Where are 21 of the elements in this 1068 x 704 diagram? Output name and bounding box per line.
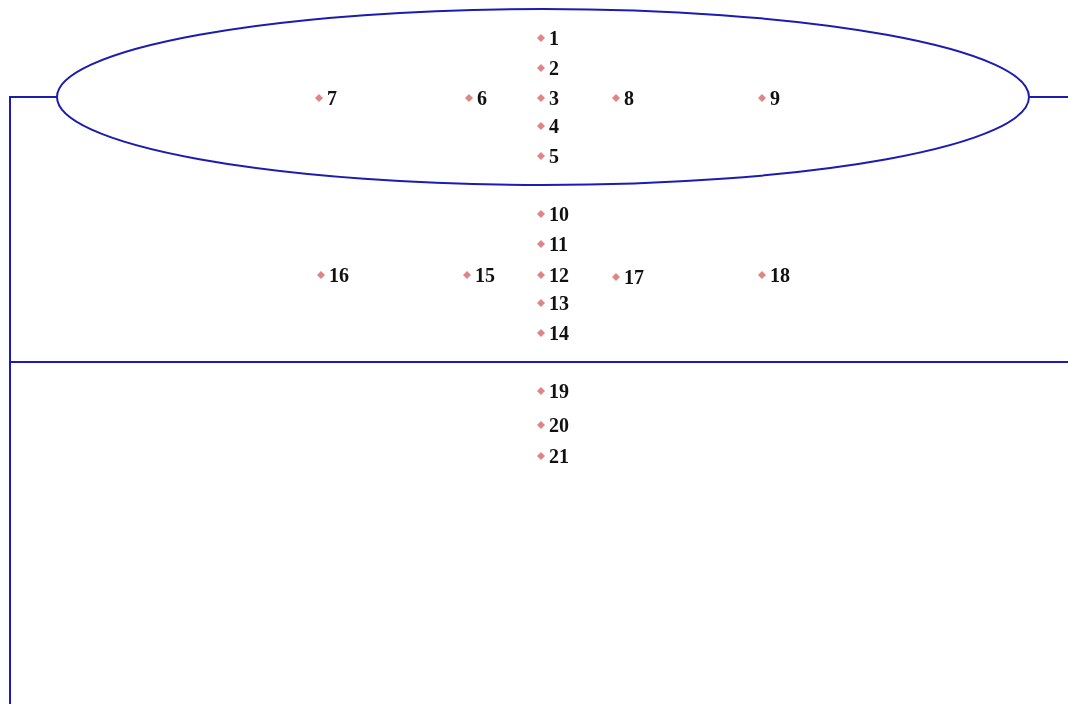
point-number: 2: [549, 56, 559, 80]
point-number: 11: [549, 232, 568, 256]
point-number: 6: [477, 86, 487, 110]
point-number: 19: [549, 379, 569, 403]
point-number: 5: [549, 144, 559, 168]
point-number: 7: [327, 86, 337, 110]
point-number: 4: [549, 114, 559, 138]
point-number: 3: [549, 86, 559, 110]
point-number: 21: [549, 444, 569, 468]
point-number: 8: [624, 86, 634, 110]
point-number: 12: [549, 263, 569, 287]
point-number: 9: [770, 86, 780, 110]
point-number: 10: [549, 202, 569, 226]
point-number: 15: [475, 263, 495, 287]
point-number: 1: [549, 26, 559, 50]
point-number: 14: [549, 321, 569, 345]
point-number: 17: [624, 265, 644, 289]
point-number: 16: [329, 263, 349, 287]
point-number: 13: [549, 291, 569, 315]
point-number: 20: [549, 413, 569, 437]
point-number: 18: [770, 263, 790, 287]
